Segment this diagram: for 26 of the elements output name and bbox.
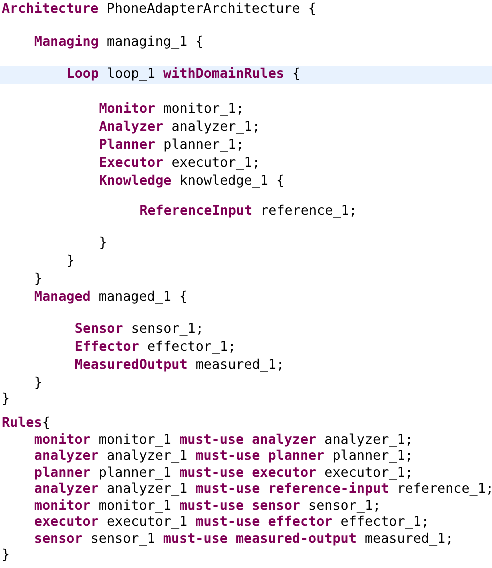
code-line: Executor executor_1; bbox=[99, 155, 260, 173]
code-line: Managed managed_1 { bbox=[34, 289, 188, 307]
code-line: Knowledge knowledge_1 { bbox=[99, 173, 285, 191]
code-line: Managing managing_1 { bbox=[34, 34, 204, 52]
code-line: Analyzer analyzer_1; bbox=[99, 119, 260, 137]
code-line: } bbox=[34, 271, 42, 289]
code-line: } bbox=[2, 391, 10, 409]
code-line: analyzer analyzer_1 must-use reference-input reference_1; bbox=[34, 481, 492, 499]
code-line: analyzer analyzer_1 must-use planner planner_1; bbox=[34, 448, 414, 466]
code-line: Architecture PhoneAdapterArchitecture { bbox=[2, 1, 316, 19]
code-line: MeasuredOutput measured_1; bbox=[74, 357, 285, 375]
code-line: } bbox=[99, 235, 108, 253]
code-line: } bbox=[2, 547, 10, 565]
code-line: Effector effector_1; bbox=[74, 339, 236, 357]
code-line: ReferenceInput reference_1; bbox=[140, 203, 358, 221]
code-line: Rules{ bbox=[2, 415, 50, 433]
code-line: } bbox=[66, 253, 75, 271]
code-line: executor executor_1 must-use effector effector_1; bbox=[34, 514, 430, 532]
code-line: planner planner_1 must-use executor executor_1; bbox=[34, 464, 414, 482]
code-line: monitor monitor_1 must-use sensor sensor_1; bbox=[34, 498, 382, 516]
code-line: Sensor sensor_1; bbox=[74, 321, 204, 339]
code-line: Monitor monitor_1; bbox=[99, 101, 244, 119]
code-line: } bbox=[34, 375, 42, 393]
code-line: sensor sensor_1 must-use measured-output measured_1; bbox=[34, 530, 454, 548]
code-line: monitor monitor_1 must-use analyzer analyzer_1; bbox=[34, 432, 414, 450]
code-line: Planner planner_1; bbox=[99, 137, 244, 155]
